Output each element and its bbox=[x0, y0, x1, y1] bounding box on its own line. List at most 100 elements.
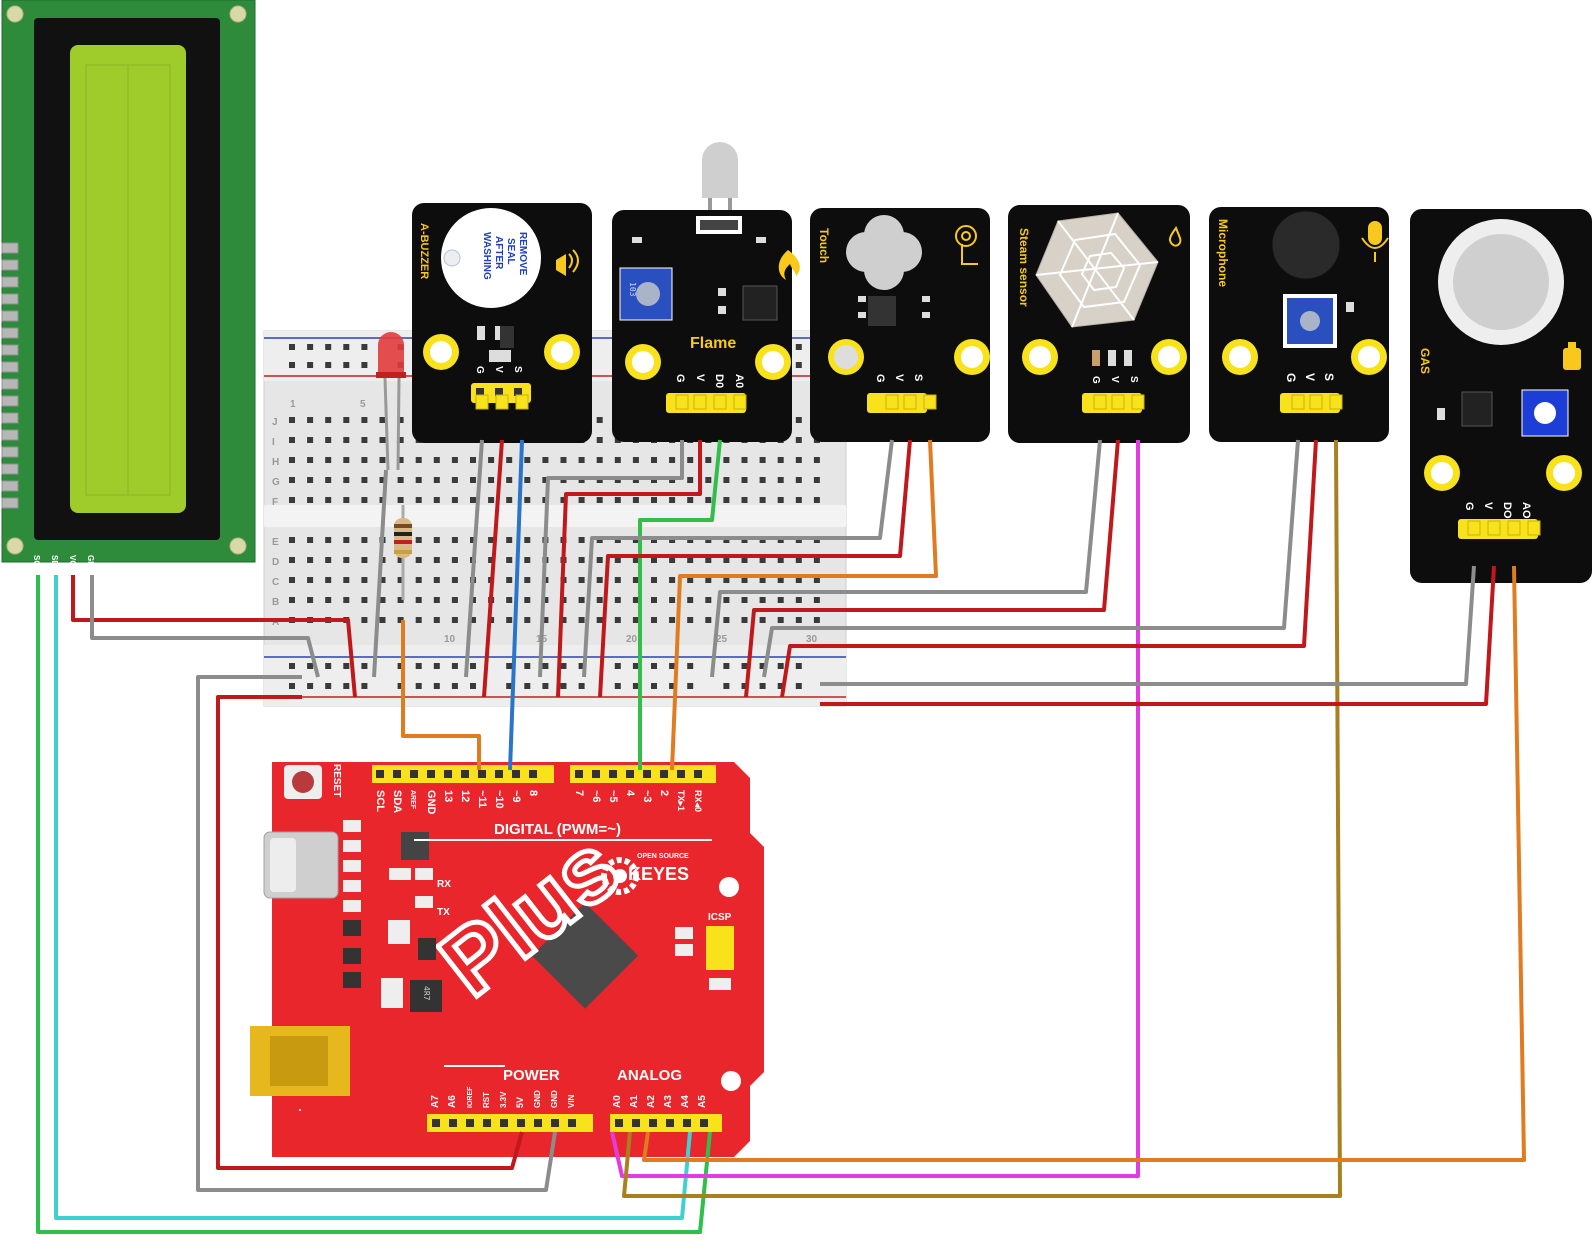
rail-hole bbox=[777, 683, 784, 689]
header-hole bbox=[410, 770, 418, 778]
header-hole bbox=[643, 770, 651, 778]
breadboard-hole bbox=[542, 617, 549, 623]
lcd-header-pins bbox=[1, 242, 19, 509]
pin-label: V bbox=[694, 374, 706, 382]
breadboard-hole bbox=[596, 617, 603, 623]
breadboard-hole bbox=[578, 577, 585, 583]
col-number: 10 bbox=[444, 634, 456, 645]
header-hole bbox=[700, 1119, 708, 1127]
breadboard-hole bbox=[614, 617, 621, 623]
gas-module: GAS G V DO AO bbox=[1410, 209, 1592, 583]
rail-hole bbox=[470, 683, 476, 689]
header-pin bbox=[515, 394, 529, 410]
breadboard-hole bbox=[415, 537, 422, 543]
buzzer-sticker-line: REMOVE bbox=[517, 232, 528, 276]
rail-hole bbox=[361, 344, 368, 350]
rail-hole bbox=[560, 663, 567, 669]
breadboard-hole bbox=[687, 557, 694, 563]
rail-hole bbox=[669, 663, 676, 669]
header-hole bbox=[666, 1119, 674, 1127]
breadboard-hole bbox=[705, 457, 712, 463]
breadboard-hole bbox=[795, 617, 802, 623]
breadboard-hole bbox=[343, 557, 350, 563]
breadboard-hole bbox=[669, 557, 676, 563]
lcd-pin bbox=[1, 497, 19, 509]
header-pin bbox=[733, 394, 747, 410]
gas-cylinder-icon bbox=[1563, 342, 1581, 370]
lcd-pin bbox=[1, 395, 19, 407]
breadboard-hole bbox=[325, 457, 332, 463]
breadboard-hole bbox=[397, 617, 404, 623]
breadboard-hole bbox=[415, 457, 422, 463]
header-pin bbox=[693, 394, 707, 410]
pin-label: A0 bbox=[733, 374, 745, 388]
pin-label: RX◂0 bbox=[693, 790, 703, 812]
breadboard-hole bbox=[470, 537, 476, 543]
breadboard-hole bbox=[343, 597, 350, 603]
breadboard-hole bbox=[361, 597, 368, 603]
gear-icon bbox=[601, 857, 639, 895]
rail-hole bbox=[632, 663, 639, 669]
breadboard-hole bbox=[741, 477, 748, 483]
breadboard-hole bbox=[433, 497, 440, 503]
breadboard-hole bbox=[723, 497, 730, 503]
breadboard-hole bbox=[759, 577, 766, 583]
header-pin bbox=[713, 394, 727, 410]
rail-hole bbox=[759, 683, 766, 689]
wire-led-gnd bbox=[372, 469, 388, 678]
breadboard-hole bbox=[669, 577, 676, 583]
header-pin bbox=[1291, 394, 1305, 410]
pin-label: A7 bbox=[430, 1095, 441, 1108]
breadboard-hole bbox=[795, 437, 802, 443]
pin-label: 5V bbox=[515, 1097, 525, 1108]
header-pin bbox=[1111, 394, 1125, 410]
rail-hole bbox=[759, 663, 766, 669]
breadboard-hole bbox=[795, 597, 802, 603]
breadboard-hole bbox=[433, 457, 440, 463]
wire-buzzer-s bbox=[508, 439, 524, 771]
breadboard-hole bbox=[632, 597, 639, 603]
microphone-title: Microphone bbox=[1216, 219, 1230, 287]
breadboard-hole bbox=[542, 597, 549, 603]
pin-label: S bbox=[1128, 376, 1139, 383]
breadboard-hole bbox=[289, 417, 295, 423]
pin-label: IOREF bbox=[467, 1086, 474, 1108]
breadboard-hole bbox=[343, 457, 350, 463]
brand-name: KEYES bbox=[628, 864, 689, 884]
wire-buzzer-g bbox=[464, 439, 484, 678]
breadboard-hole bbox=[795, 417, 802, 423]
header-hole bbox=[575, 770, 583, 778]
breadboard-hole bbox=[451, 557, 458, 563]
pin-label: A0 bbox=[612, 1095, 623, 1108]
breadboard-hole bbox=[795, 577, 802, 583]
breadboard-hole bbox=[488, 497, 495, 503]
rail-hole bbox=[723, 663, 730, 669]
lcd-pin bbox=[1, 327, 19, 339]
speaker-icon bbox=[556, 249, 579, 276]
rail-hole bbox=[741, 683, 748, 689]
pin-label: ~11 bbox=[476, 790, 488, 808]
breadboard-hole bbox=[397, 577, 404, 583]
rail-hole bbox=[795, 362, 802, 368]
breadboard-hole bbox=[415, 557, 422, 563]
breadboard-hole bbox=[632, 617, 639, 623]
breadboard-hole bbox=[379, 577, 386, 583]
wire-gas-ao bbox=[642, 565, 1526, 1162]
pin-label: TX▸1 bbox=[676, 790, 686, 811]
lcd-pin bbox=[1, 344, 19, 356]
breadboard-hole bbox=[524, 537, 531, 543]
header-hole bbox=[534, 1119, 542, 1127]
breadboard-hole bbox=[343, 437, 350, 443]
breadboard-hole bbox=[578, 537, 585, 543]
lcd-pin bbox=[1, 259, 19, 271]
breadboard-hole bbox=[596, 457, 603, 463]
breadboard-hole bbox=[651, 597, 657, 603]
breadboard-hole bbox=[759, 557, 766, 563]
rail-hole bbox=[651, 663, 657, 669]
breadboard-hole bbox=[343, 497, 350, 503]
breadboard-hole bbox=[759, 617, 766, 623]
breadboard-hole bbox=[307, 417, 314, 423]
header-pin bbox=[1527, 520, 1541, 536]
breadboard-hole bbox=[669, 597, 676, 603]
rail-hole bbox=[651, 683, 657, 689]
